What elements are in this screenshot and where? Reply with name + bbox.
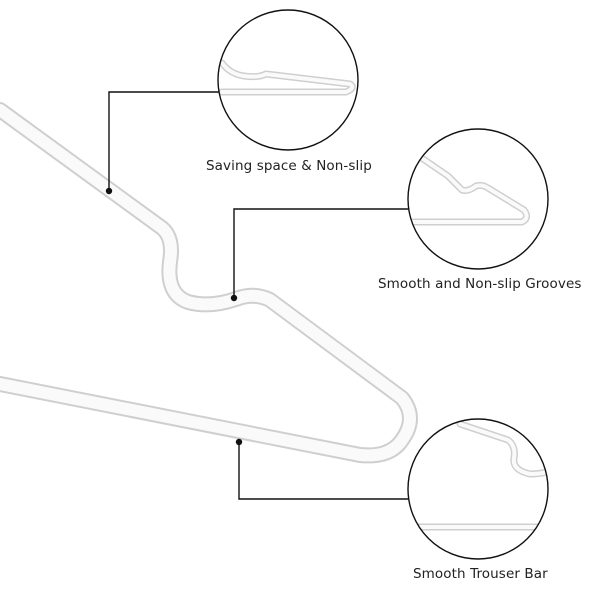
leader-grooves <box>230 208 411 302</box>
callout-label-trouser-bar: Smooth Trouser Bar <box>413 566 548 582</box>
leader-saving-space <box>105 91 222 195</box>
detail-circle-saving-space <box>217 9 359 151</box>
detail-circle-grooves <box>407 128 549 270</box>
leader-trouser-bar <box>235 438 410 500</box>
callout-label-grooves: Smooth and Non-slip Grooves <box>378 276 582 292</box>
callout-label-saving-space: Saving space & Non-slip <box>206 158 372 174</box>
detail-circle-trouser-bar <box>407 418 549 560</box>
